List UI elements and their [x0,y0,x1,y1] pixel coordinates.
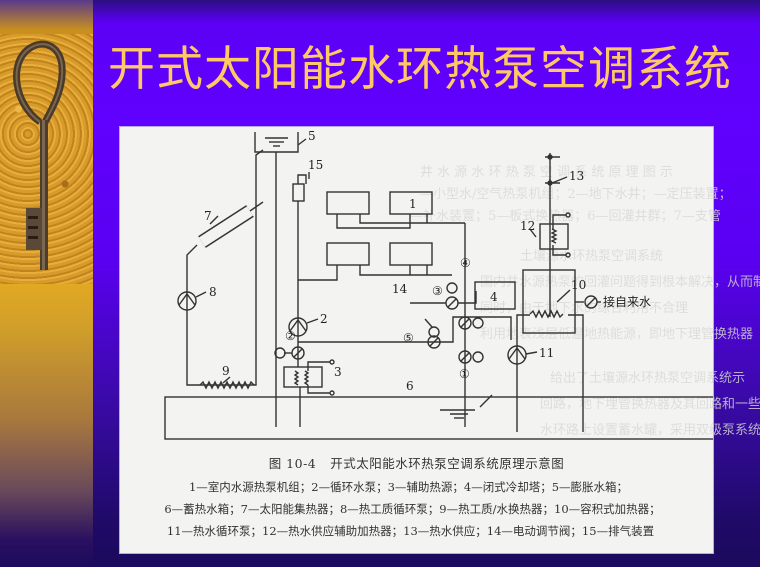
left-decorative-strip [0,0,93,567]
bleed-through-text: 回路，地下埋管换热器及其回路和一些 [540,397,760,412]
bleed-through-text: 井 水 源 水 环 热 泵 空 调 系 统 原 理 图 示 [420,165,673,180]
svg-text:④: ④ [460,256,471,270]
figure-title: 开式太阳能水环热泵空调系统原理示意图 [330,456,565,471]
legend-line-3: 11—热水循环泵；12—热水供应辅助加热器；13—热水供应；14—电动调节阀；1… [166,524,655,538]
svg-text:2: 2 [320,312,328,326]
closed-cooling-tower-4 [474,281,516,310]
svg-text:9: 9 [222,364,230,378]
aux-heat-source-3 [283,366,323,388]
svg-text:1: 1 [409,197,417,211]
key-on-sand-photo [0,34,93,284]
bleed-through-text: 利用地表浅层低温地热能源，即地下理管换热器 [480,327,754,342]
aux-heater-12 [539,223,569,250]
svg-text:4: 4 [490,290,498,304]
svg-text:③: ③ [432,284,443,298]
schematic-drawing: 5 15 7 1 8 2 3 9 6 4 10 11 12 13 14 ② ⑤ … [164,129,713,440]
bleed-through-text: —小型水/空气热泵机组；2—地下水井；—定压装置； [420,187,732,202]
svg-text:⑤: ⑤ [403,331,414,345]
heat-pump-unit-c [326,242,370,266]
storage-tank-6 [164,396,713,440]
tap-water-label: 接自来水 [603,294,651,309]
legend-line-2: 6—蓄热水箱；7—太阳能集热器；8—热工质循环泵；9—热工质/水换热器；10—容… [164,502,661,516]
bleed-through-text: 土壤源水环热泵空调系统 [520,249,664,264]
solar-collector-7 [186,149,264,386]
pump-11 [507,345,527,365]
svg-text:②: ② [285,329,296,343]
bleed-through-text: 水环路上设置蓄水罐，采用双级泵系统 [540,423,760,438]
svg-text:6: 6 [406,379,414,393]
figure-caption: 图 10-4 开式太阳能水环热泵空调系统原理示意图 [120,453,713,472]
bleed-through-text: —补水装置；5—板式换热器；6—回灌井群；7—支管 [410,209,721,224]
svg-text:12: 12 [520,219,535,233]
svg-text:11: 11 [539,346,554,360]
expansion-tank-5 [254,132,307,153]
label-5: 5 [308,129,316,143]
pump-2 [288,317,308,337]
volumetric-heater-10 [522,269,576,334]
diagram-figure: 井 水 源 水 环 热 泵 空 调 系 统 原 理 图 示 —小型水/空气热泵机… [120,127,760,553]
legend-line-1: 1—室内水源热泵机组；2—循环水泵；3—辅助热源；4—闭式冷却塔；5—膨胀水箱； [188,480,629,494]
svg-text:13: 13 [569,169,584,183]
air-vent-15 [292,172,310,202]
svg-text:3: 3 [334,365,342,379]
svg-text:7: 7 [204,209,212,223]
svg-text:14: 14 [392,282,408,296]
heat-pump-unit-d [389,242,433,266]
bleed-through-text: 给出了土壤源水环热泵空调系统示 [550,371,746,386]
svg-text:8: 8 [209,285,217,299]
heat-pump-unit-b [389,191,433,215]
pump-8 [177,291,197,311]
svg-text:15: 15 [308,158,323,172]
svg-text:10: 10 [571,278,586,292]
svg-text:①: ① [459,367,470,381]
heat-pump-unit-a [326,191,370,215]
key-icon [13,40,66,270]
figure-number: 图 10-4 [268,456,317,471]
slide-title: 开式太阳能水环热泵空调系统 [108,42,732,97]
